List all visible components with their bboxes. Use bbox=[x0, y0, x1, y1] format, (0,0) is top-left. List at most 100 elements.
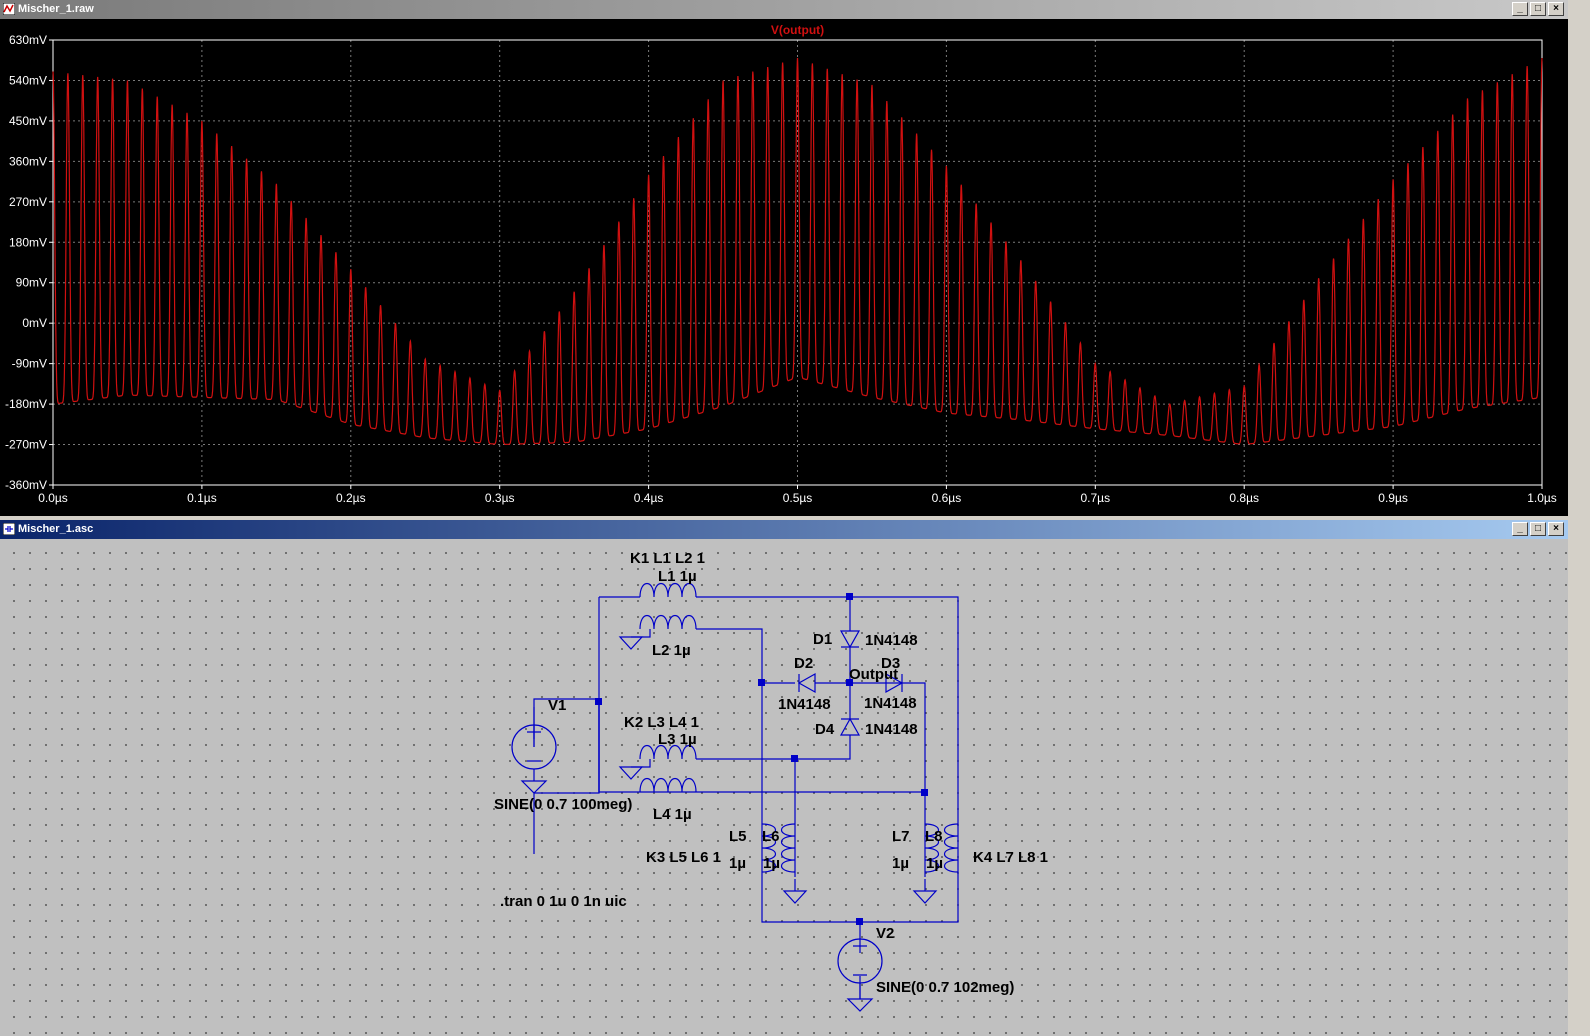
trace-legend-label: V(output) bbox=[771, 23, 824, 37]
diode-d4-model[interactable]: 1N4148 bbox=[865, 721, 918, 738]
wire[interactable] bbox=[533, 597, 600, 854]
inductor-l7-value[interactable]: 1µ bbox=[892, 855, 909, 872]
inductor-l7[interactable] bbox=[924, 823, 940, 873]
x-tick-label: 0.7µs bbox=[1080, 491, 1110, 505]
close-button[interactable]: × bbox=[1548, 522, 1564, 536]
inductor-l1-label[interactable]: L1 1µ bbox=[658, 568, 697, 585]
schematic-file-icon bbox=[3, 523, 15, 535]
source-v1-value[interactable]: SINE(0 0.7 100meg) bbox=[494, 796, 632, 813]
maximize-button[interactable]: □ bbox=[1530, 522, 1546, 536]
inductor-l6-value[interactable]: 1µ bbox=[763, 855, 780, 872]
inductor-l2[interactable] bbox=[639, 614, 697, 630]
voltage-source-v2[interactable] bbox=[837, 938, 883, 1012]
junction-dot bbox=[856, 918, 863, 925]
coupling-k4-label[interactable]: K4 L7 L8 1 bbox=[973, 849, 1048, 866]
x-tick-label: 0.1µs bbox=[187, 491, 217, 505]
x-tick-label: 0.6µs bbox=[932, 491, 962, 505]
source-v2-value[interactable]: SINE(0 0.7 102meg) bbox=[876, 979, 1014, 996]
waveform-trace bbox=[52, 57, 1543, 445]
junction-dot bbox=[595, 698, 602, 705]
diode-d2-model[interactable]: 1N4148 bbox=[778, 696, 831, 713]
x-tick-label: 0.0µs bbox=[38, 491, 68, 505]
inductor-l5-value[interactable]: 1µ bbox=[729, 855, 746, 872]
inductor-l5[interactable] bbox=[761, 823, 777, 873]
wire[interactable] bbox=[533, 698, 599, 747]
inductor-l1[interactable] bbox=[639, 582, 697, 598]
diode-d3-label[interactable]: D3 bbox=[881, 655, 900, 672]
y-tick-label: -270mV bbox=[5, 438, 47, 452]
plot-frame bbox=[52, 39, 1543, 486]
ground-symbol bbox=[618, 766, 644, 780]
waveform-window-title: Mischer_1.raw bbox=[18, 3, 94, 15]
coupling-k1-label[interactable]: K1 L1 L2 1 bbox=[630, 550, 705, 567]
waveform-file-icon bbox=[3, 3, 15, 15]
diode-d3[interactable] bbox=[885, 672, 904, 694]
waveform-window[interactable]: Mischer_1.raw _ □ × 0.0µs 0.1µs 0.2µs 0.3µs… bbox=[0, 0, 1568, 516]
source-v2-label[interactable]: V2 bbox=[876, 925, 894, 942]
waveform-titlebar[interactable]: Mischer_1.raw _ □ × bbox=[0, 0, 1568, 19]
inductor-l7-label[interactable]: L7 bbox=[892, 828, 910, 845]
wire[interactable] bbox=[696, 628, 763, 877]
inductor-l2-label[interactable]: L2 1µ bbox=[652, 642, 691, 659]
inductor-l8-value[interactable]: 1µ bbox=[926, 855, 943, 872]
inductor-l8-label[interactable]: L8 bbox=[925, 828, 943, 845]
inductor-l4-label[interactable]: L4 1µ bbox=[653, 806, 692, 823]
diode-d3-model[interactable]: 1N4148 bbox=[864, 695, 917, 712]
inductor-l4[interactable] bbox=[639, 777, 697, 793]
source-v1-label[interactable]: V1 bbox=[548, 697, 566, 714]
wire[interactable] bbox=[599, 596, 959, 923]
schematic-titlebar[interactable]: Mischer_1.asc _ □ × bbox=[0, 520, 1568, 539]
ground-symbol bbox=[912, 890, 938, 904]
wire[interactable] bbox=[631, 759, 651, 768]
diode-d1-model[interactable]: 1N4148 bbox=[865, 632, 918, 649]
inductor-l5-label[interactable]: L5 bbox=[729, 828, 747, 845]
x-tick-label: 1.0µs bbox=[1527, 491, 1557, 505]
diode-d2[interactable] bbox=[797, 672, 816, 694]
x-tick-label: 0.3µs bbox=[485, 491, 515, 505]
schematic-canvas[interactable]: K1 L1 L2 1 L1 1µ L2 1µ D1 1N4148 D2 D3 O… bbox=[0, 539, 1568, 1036]
junction-dot bbox=[846, 679, 853, 686]
wire[interactable] bbox=[598, 701, 925, 793]
y-tick-label: 90mV bbox=[16, 276, 47, 290]
x-tick-label: 0.9µs bbox=[1378, 491, 1408, 505]
y-tick-label: -90mV bbox=[12, 357, 47, 371]
inductor-l6[interactable] bbox=[780, 823, 796, 873]
inductor-l6-label[interactable]: L6 bbox=[762, 828, 780, 845]
y-tick-label: 360mV bbox=[9, 154, 47, 168]
tran-directive[interactable]: .tran 0 1u 0 1n uic bbox=[500, 893, 627, 910]
junction-dot bbox=[846, 593, 853, 600]
diode-d4-label[interactable]: D4 bbox=[815, 721, 835, 738]
x-tick-label: 0.2µs bbox=[336, 491, 366, 505]
diode-d4[interactable] bbox=[839, 717, 861, 736]
inductor-l8[interactable] bbox=[943, 823, 959, 873]
y-tick-label: 540mV bbox=[9, 73, 47, 87]
y-tick-label: 180mV bbox=[9, 235, 47, 249]
y-tick-label: 630mV bbox=[9, 33, 47, 47]
coupling-k2-label[interactable]: K2 L3 L4 1 bbox=[624, 714, 699, 731]
junction-dot bbox=[791, 755, 798, 762]
diode-d1[interactable] bbox=[839, 630, 861, 649]
schematic-window[interactable]: Mischer_1.asc _ □ × bbox=[0, 520, 1568, 1036]
minimize-button[interactable]: _ bbox=[1512, 522, 1528, 536]
x-tick-label: 0.8µs bbox=[1229, 491, 1259, 505]
maximize-button[interactable]: □ bbox=[1530, 2, 1546, 16]
inductor-l3[interactable] bbox=[639, 744, 697, 760]
net-output-label[interactable]: Output bbox=[849, 666, 898, 683]
close-button[interactable]: × bbox=[1548, 2, 1564, 16]
inductor-l3-label[interactable]: L3 1µ bbox=[658, 731, 697, 748]
schematic-drawing[interactable]: K1 L1 L2 1 L1 1µ L2 1µ D1 1N4148 D2 D3 O… bbox=[0, 539, 1568, 1036]
diode-d1-label[interactable]: D1 bbox=[813, 631, 832, 648]
wire[interactable] bbox=[631, 629, 651, 638]
minimize-button[interactable]: _ bbox=[1512, 2, 1528, 16]
y-tick-label: 450mV bbox=[9, 114, 47, 128]
x-tick-label: 0.4µs bbox=[634, 491, 664, 505]
coupling-k3-label[interactable]: K3 L5 L6 1 bbox=[646, 849, 721, 866]
y-tick-label: -360mV bbox=[5, 478, 47, 492]
y-tick-label: 0mV bbox=[22, 316, 47, 330]
y-tick-label: -180mV bbox=[5, 397, 47, 411]
voltage-source-v1[interactable] bbox=[511, 724, 557, 794]
diode-d2-label[interactable]: D2 bbox=[794, 655, 813, 672]
junction-dot bbox=[921, 789, 928, 796]
